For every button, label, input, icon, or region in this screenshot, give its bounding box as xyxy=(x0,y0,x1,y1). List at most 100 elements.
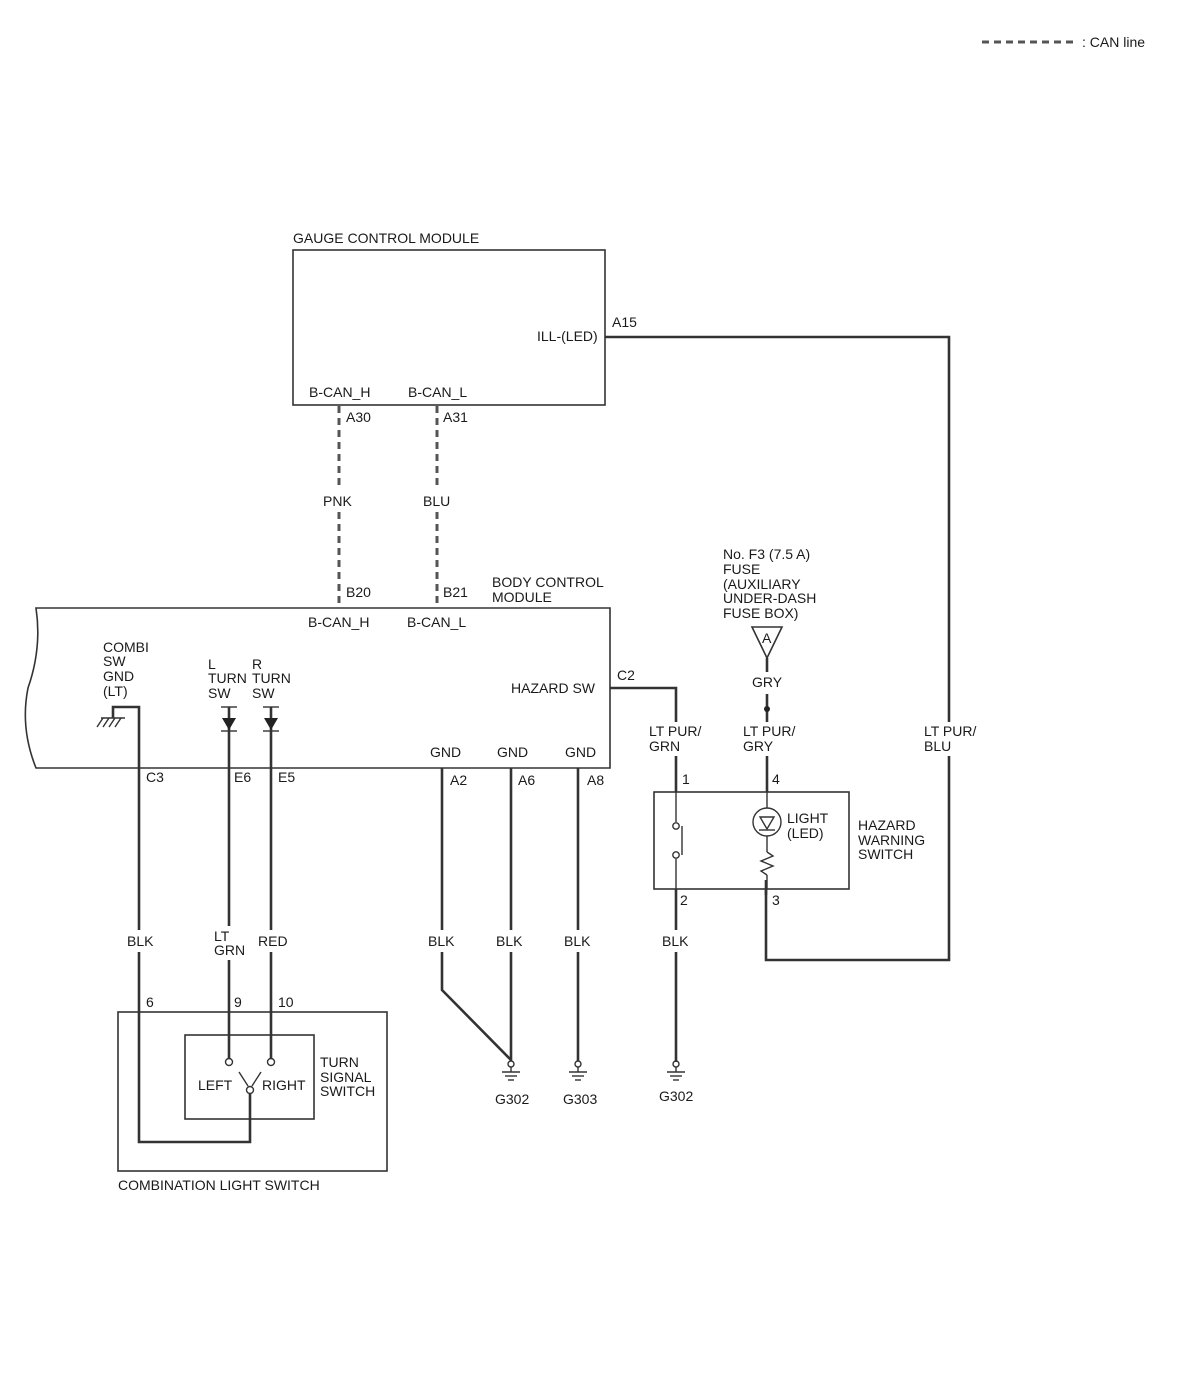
ill-wire-color-1: LT PUR/ xyxy=(924,723,976,739)
e6-wire-color-2: GRN xyxy=(214,942,245,958)
g303-ground-icon xyxy=(569,1060,587,1081)
bcm-pin-a8: A8 xyxy=(587,772,604,788)
a2-wire-color: BLK xyxy=(428,933,455,949)
switch-blade-right xyxy=(251,1071,262,1087)
fuse-wire-color-lower-1: LT PUR/ xyxy=(743,723,795,739)
hazard-title-3: SWITCH xyxy=(858,846,913,862)
c2-wire-color-1: LT PUR/ xyxy=(649,723,701,739)
common-contact-icon xyxy=(245,1085,255,1095)
gcm-pin-a31: A31 xyxy=(443,409,468,425)
c2-wire-upper xyxy=(610,686,678,722)
legend-can-line-label: : CAN line xyxy=(1082,34,1145,50)
bcm-rturn-1: R xyxy=(252,656,262,672)
bcm-gnd-a6-label: GND xyxy=(497,744,528,760)
light-label-1: LIGHT xyxy=(787,810,829,826)
hazard-title-1: HAZARD xyxy=(858,817,916,833)
turn-right-label: RIGHT xyxy=(262,1077,306,1093)
hazard-contact-top-icon xyxy=(672,822,680,830)
bcm-pin-a6: A6 xyxy=(518,772,535,788)
bcm-pin-c2: C2 xyxy=(617,667,635,683)
fuse-label-3: (AUXILIARY xyxy=(723,576,801,592)
ill-wire-lower xyxy=(764,756,951,962)
fuse-wire-color: GRY xyxy=(752,674,783,690)
bcm-title-1: BODY CONTROL xyxy=(492,574,604,590)
turn-signal-switch-box xyxy=(184,1034,315,1120)
chassis-ground-hatch-1 xyxy=(96,717,104,728)
led-diode-icon xyxy=(758,816,776,831)
turn-signal-switch-2: SIGNAL xyxy=(320,1069,372,1085)
bcm-lturn-2: TURN xyxy=(208,670,247,686)
bcm-combi-1: COMBI xyxy=(103,639,149,655)
switch-blade-left xyxy=(238,1071,249,1087)
bcm-rturn-2: TURN xyxy=(252,670,291,686)
bcm-pin-c3: C3 xyxy=(146,769,164,785)
ground-g302-label: G302 xyxy=(495,1091,529,1107)
gcm-ill-label: ILL-(LED) xyxy=(537,328,598,344)
combi-pin-10: 10 xyxy=(278,994,294,1010)
bcm-pin-b20: B20 xyxy=(346,584,371,600)
chassis-ground-hatch-2 xyxy=(102,717,110,728)
fuse-connector-icon xyxy=(750,626,784,660)
fuse-label-1: No. F3 (7.5 A) xyxy=(723,546,810,562)
turn-signal-switch-1: TURN xyxy=(320,1054,359,1070)
e6-wire-color-1: LT xyxy=(214,928,230,944)
led-light-icon xyxy=(752,807,782,837)
combi-gnd-wire xyxy=(111,705,141,768)
a8-wire-color: BLK xyxy=(564,933,591,949)
light-label-2: (LED) xyxy=(787,825,824,841)
chassis-ground-hatch-3 xyxy=(108,717,116,728)
fuse-connector-label: A xyxy=(762,630,772,646)
gcm-title: GAUGE CONTROL MODULE xyxy=(293,230,479,246)
splice-dot-icon xyxy=(764,706,770,712)
bcm-lturn-1: L xyxy=(208,656,216,672)
g302-hazard-ground-icon xyxy=(667,1060,685,1081)
fuse-label-2: FUSE xyxy=(723,561,760,577)
bcm-box xyxy=(24,607,611,769)
g302-ground-icon xyxy=(502,1060,520,1081)
bcm-hazard-sw-label: HAZARD SW xyxy=(511,680,596,696)
gcm-box xyxy=(292,249,606,406)
combi-pin-9: 9 xyxy=(234,994,242,1010)
bcm-pin-b21: B21 xyxy=(443,584,468,600)
fuse-wire-color-lower-2: GRY xyxy=(743,738,774,754)
hazard-title-2: WARNING xyxy=(858,832,925,848)
hazard-gnd-wire-color: BLK xyxy=(662,933,689,949)
gcm-bcan-l-label: B-CAN_L xyxy=(408,384,467,400)
c3-wire-lower xyxy=(137,952,252,1144)
a6-wire-color: BLK xyxy=(496,933,523,949)
bcm-gnd-a2-label: GND xyxy=(430,744,461,760)
gcm-pin-a15: A15 xyxy=(612,314,637,330)
bcm-title-2: MODULE xyxy=(492,589,552,605)
fuse-label-4: UNDER-DASH xyxy=(723,590,816,606)
bcm-combi-3: GND xyxy=(103,668,134,684)
combination-light-switch-title: COMBINATION LIGHT SWITCH xyxy=(118,1177,320,1193)
turn-left-label: LEFT xyxy=(198,1077,233,1093)
bcm-combi-2: SW xyxy=(103,653,126,669)
combination-light-switch-box xyxy=(117,1011,388,1172)
can-h-wire-color: PNK xyxy=(323,493,352,509)
combi-pin-6: 6 xyxy=(146,994,154,1010)
ground-g302-hazard-label: G302 xyxy=(659,1088,693,1104)
rturn-diode-icon xyxy=(264,718,278,730)
bcm-bcan-h-label: B-CAN_H xyxy=(308,614,369,630)
turn-signal-switch-3: SWITCH xyxy=(320,1083,375,1099)
gcm-pin-a30: A30 xyxy=(346,409,371,425)
bcm-pin-e5: E5 xyxy=(278,769,295,785)
hazard-contact-bottom-icon xyxy=(672,851,680,859)
bcm-lturn-3: SW xyxy=(208,685,231,701)
chassis-ground-hatch-4 xyxy=(114,717,122,728)
c3-wire-color: BLK xyxy=(127,933,154,949)
e5-wire-color: RED xyxy=(258,933,288,949)
hazard-pin-1: 1 xyxy=(682,771,690,787)
bcm-pin-e6: E6 xyxy=(234,769,251,785)
gcm-bcan-h-label: B-CAN_H xyxy=(309,384,370,400)
ground-g303-label: G303 xyxy=(563,1091,597,1107)
resistor-icon xyxy=(759,851,775,876)
lturn-diode-icon xyxy=(222,718,236,730)
bcm-combi-4: (LT) xyxy=(103,683,128,699)
hazard-pin-3: 3 xyxy=(772,892,780,908)
can-l-wire-color: BLU xyxy=(423,493,450,509)
hazard-warning-switch-box xyxy=(653,791,850,890)
